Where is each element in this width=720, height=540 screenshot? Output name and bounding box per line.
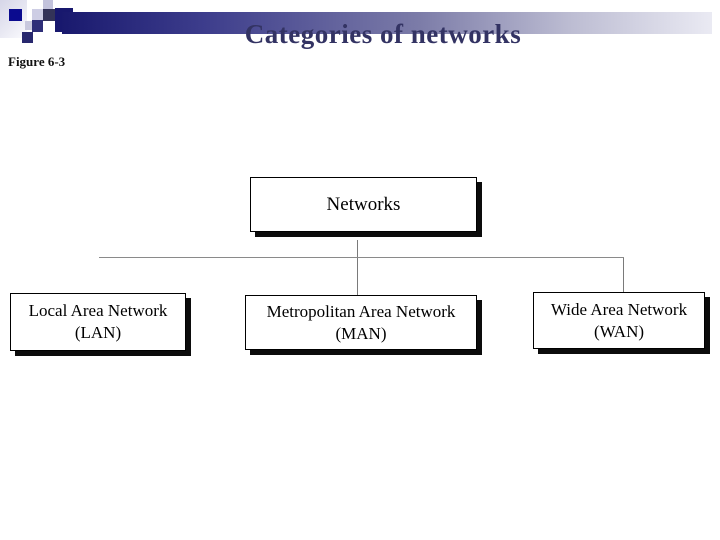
connector-root-stub — [357, 240, 358, 258]
decor-square-light-small — [25, 21, 33, 30]
figure-label: Figure 6-3 — [8, 54, 66, 69]
diagram-node-lan: Local Area Network (LAN) — [10, 293, 186, 351]
decor-square-darkslate — [43, 9, 55, 21]
decor-square-dark-bottom — [22, 32, 33, 43]
diagram-node-networks: Networks — [250, 177, 477, 232]
node-lan-abbr: (LAN) — [74, 323, 122, 342]
decor-square-blue — [9, 9, 22, 21]
diagram-node-wan: Wide Area Network (WAN) — [533, 292, 705, 349]
node-networks-label: Networks — [326, 193, 401, 215]
header-gradient-bar — [62, 12, 712, 34]
slide-title: Categories of networks — [244, 19, 522, 49]
node-man-name: Metropolitan Area Network — [266, 301, 456, 321]
decor-square-light-top — [43, 0, 53, 9]
node-wan-abbr: (WAN) — [593, 321, 645, 341]
node-man-abbr: (MAN) — [335, 323, 387, 343]
node-lan-name: Local Area Network — [28, 301, 168, 321]
diagram-node-man: Metropolitan Area Network (MAN) — [245, 295, 477, 350]
decor-square-light-mid — [32, 9, 43, 20]
decor-square-dark-mid — [32, 20, 43, 32]
connector-man-stub — [357, 258, 358, 295]
connector-wan-stub — [623, 258, 624, 292]
node-wan-name: Wide Area Network — [550, 299, 688, 319]
connector-horizontal — [99, 257, 624, 258]
